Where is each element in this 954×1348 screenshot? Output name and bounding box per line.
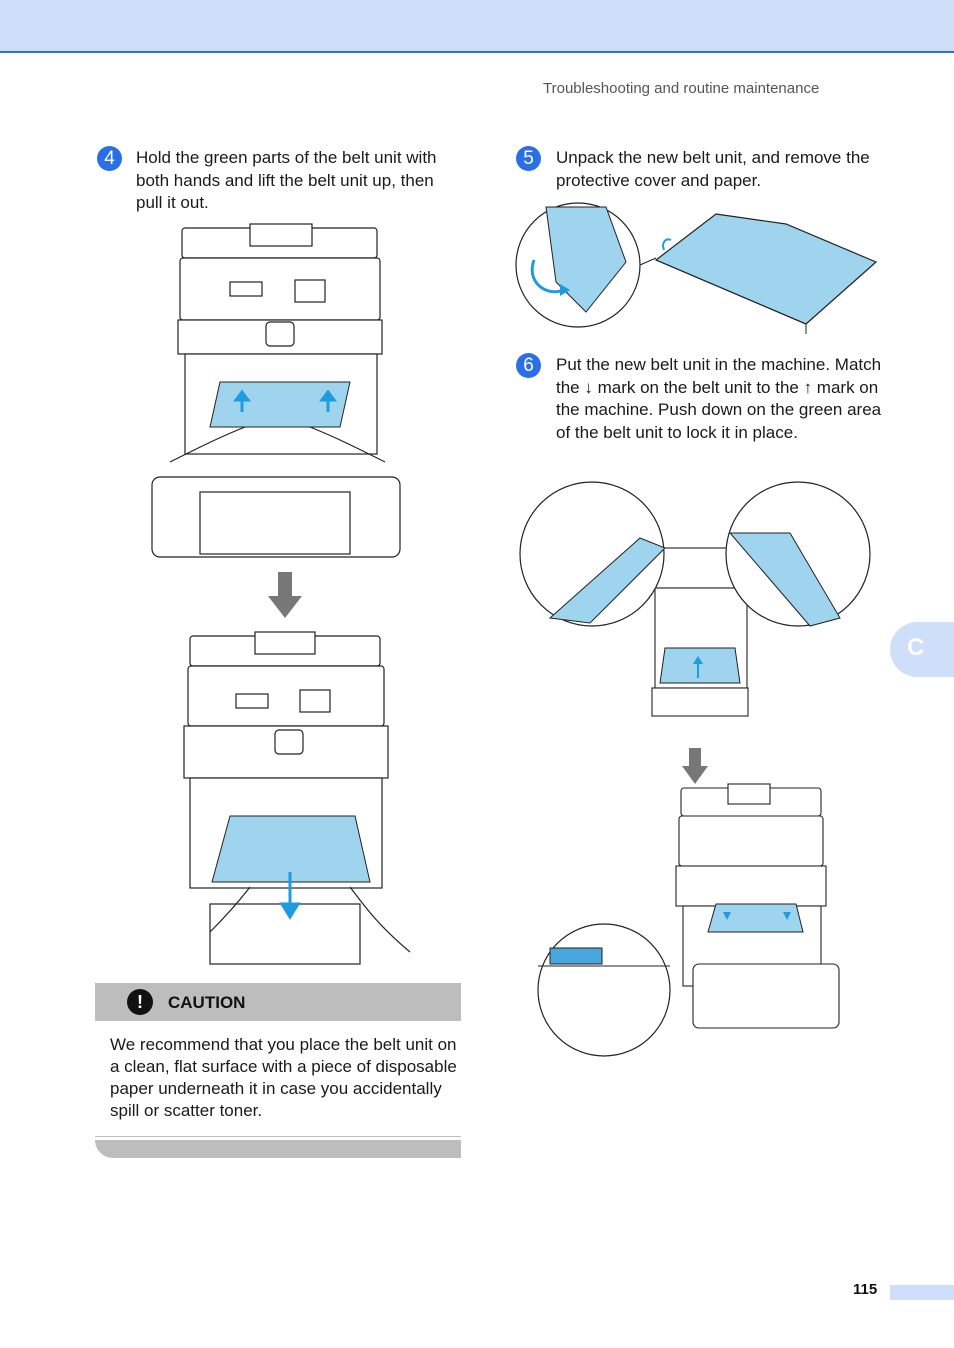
down-arrow-icon: [682, 748, 708, 784]
step-6-text: Put the new belt unit in the machine. Ma…: [556, 355, 882, 442]
step-5-badge: 5: [516, 146, 541, 171]
belt-lock-illustration: [537, 783, 840, 1057]
belt-unpack-illustration: [515, 202, 878, 334]
chapter-side-tab: C: [890, 622, 954, 677]
caution-label: CAUTION: [168, 993, 246, 1012]
step-4-badge: 4: [97, 146, 122, 171]
caution-body: We recommend that you place the belt uni…: [110, 1035, 457, 1120]
page-number-tab: [890, 1285, 954, 1300]
exclamation-icon: !: [127, 989, 153, 1015]
caution-divider: [95, 1136, 461, 1137]
caution-header: ! CAUTION: [95, 983, 461, 1021]
printer-lift-belt-illustration: [151, 223, 401, 558]
chapter-letter: C: [907, 634, 925, 661]
running-title: Troubleshooting and routine maintenance: [543, 80, 820, 97]
step-5-text: Unpack the new belt unit, and remove the…: [556, 148, 870, 190]
step-4-text: Hold the green parts of the belt unit wi…: [136, 148, 437, 212]
down-arrow-icon: [268, 572, 302, 618]
caution-footer-bar: [95, 1140, 461, 1158]
page-number: 115: [853, 1281, 878, 1298]
belt-insert-illustration: [519, 481, 871, 717]
header-band: [0, 0, 954, 53]
printer-pull-belt-illustration: [183, 631, 411, 965]
step-6-badge: 6: [516, 353, 541, 378]
